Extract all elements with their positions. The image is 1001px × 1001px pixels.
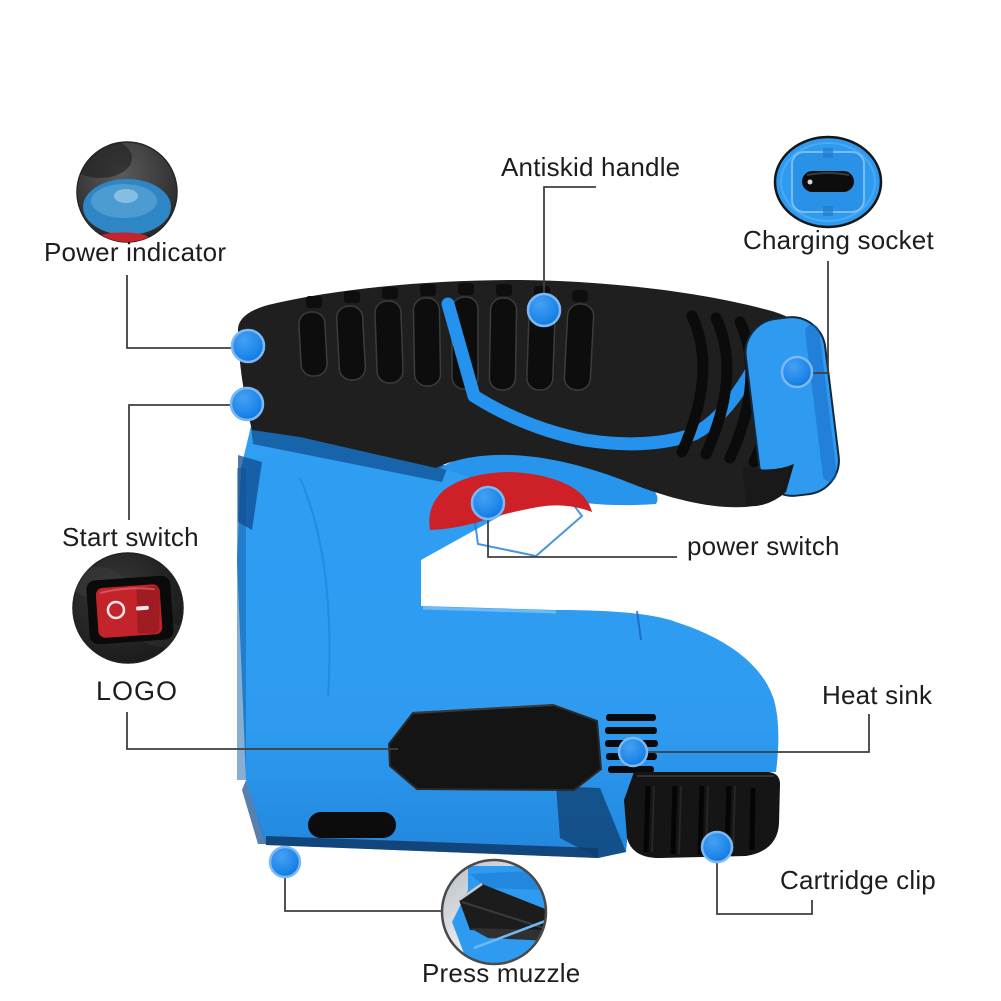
callout-label-antiskid-handle: Antiskid handle (501, 152, 681, 182)
callout-label-charging-socket: Charging socket (743, 225, 934, 255)
callout-line-antiskid-handle (543, 186, 596, 296)
callout-line-heat-sink (648, 714, 870, 753)
callout-line-power-indicator (126, 275, 233, 349)
callout-line-press-muzzle (284, 877, 442, 912)
callout-lines (126, 186, 870, 915)
callout-label-heat-sink: Heat sink (822, 680, 933, 710)
handle-end-cap (744, 316, 840, 497)
press-muzzle-inset-photo (440, 858, 548, 966)
callout-label-power-switch: power switch (687, 531, 840, 561)
callout-dots (229, 292, 814, 879)
callout-dot-heat-sink (617, 736, 649, 768)
callout-dot-power-indicator (230, 328, 266, 364)
staple-gun (237, 280, 840, 858)
callout-dot-power-switch (470, 485, 506, 521)
callout-dot-press-muzzle (268, 845, 302, 879)
callout-dot-antiskid-handle (526, 292, 562, 328)
charging-socket-inset-photo (773, 135, 883, 229)
callout-label-press-muzzle: Press muzzle (422, 958, 581, 988)
staple-slot (308, 812, 396, 838)
logo-panel (387, 703, 603, 792)
power-switch-trigger (429, 472, 592, 530)
callout-dot-cartridge-clip (700, 830, 734, 864)
callout-label-power-indicator: Power indicator (44, 237, 227, 267)
callout-label-logo: LOGO (96, 676, 179, 706)
callout-dot-charging-socket (780, 355, 814, 389)
callout-line-charging-socket (812, 261, 829, 374)
callout-line-logo (126, 712, 398, 750)
callout-dot-start-switch (229, 386, 265, 422)
gun-body-shading (237, 426, 642, 858)
start-switch-inset-photo (72, 552, 184, 664)
callout-line-power-switch (487, 518, 677, 558)
callout-line-start-switch (128, 404, 232, 520)
callout-line-cartridge-clip (716, 862, 813, 915)
callout-label-cartridge-clip: Cartridge clip (780, 865, 936, 895)
antiskid-handle (238, 280, 840, 508)
callout-label-start-switch: Start switch (62, 522, 199, 552)
